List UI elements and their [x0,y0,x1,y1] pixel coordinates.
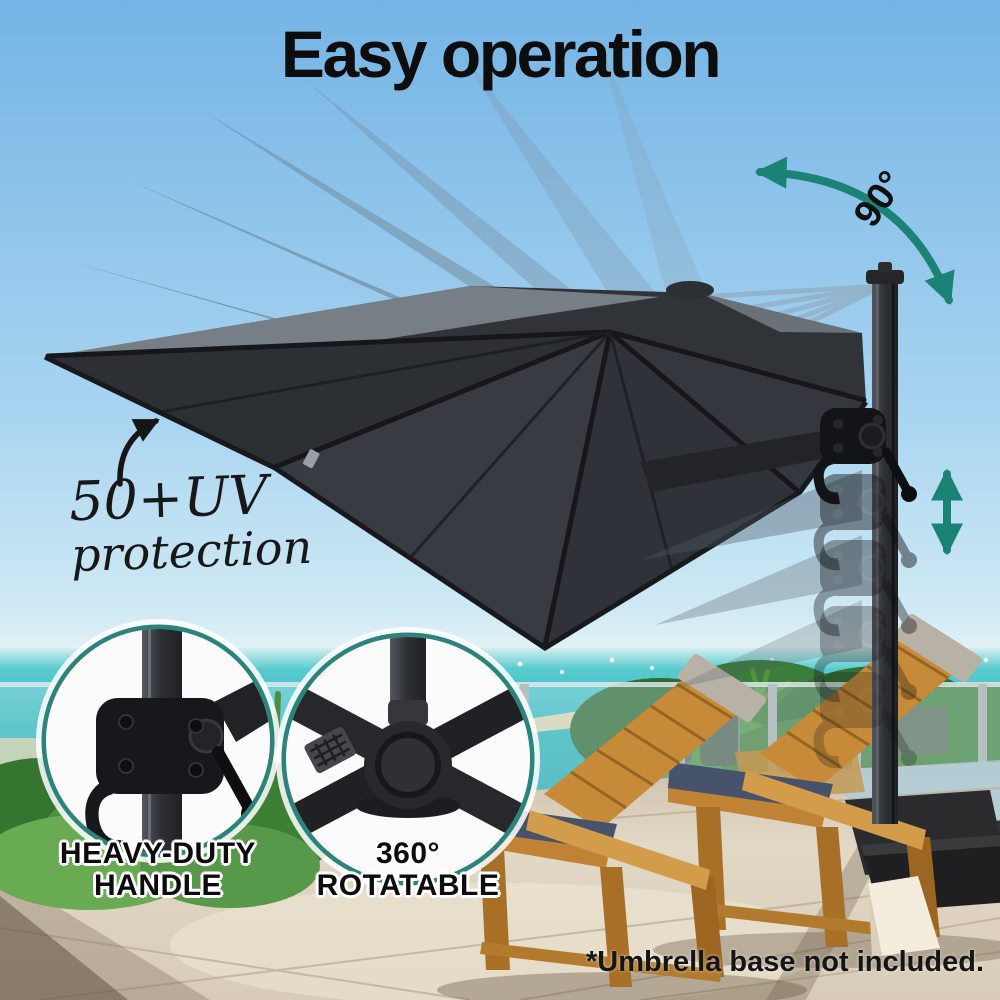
uv-pointer-arrow-icon [117,418,160,487]
lounger-template-front [437,654,807,1000]
ghost-canopies-height [640,470,862,690]
rotation-detail-inset [276,627,540,891]
white-stone-shade [868,884,882,956]
umbrella-canopy [43,281,869,651]
handle-detail-inset [36,619,280,863]
rotate-90-arrow-icon [754,156,955,305]
white-stone [868,876,940,956]
cantilever-arm [640,426,858,492]
